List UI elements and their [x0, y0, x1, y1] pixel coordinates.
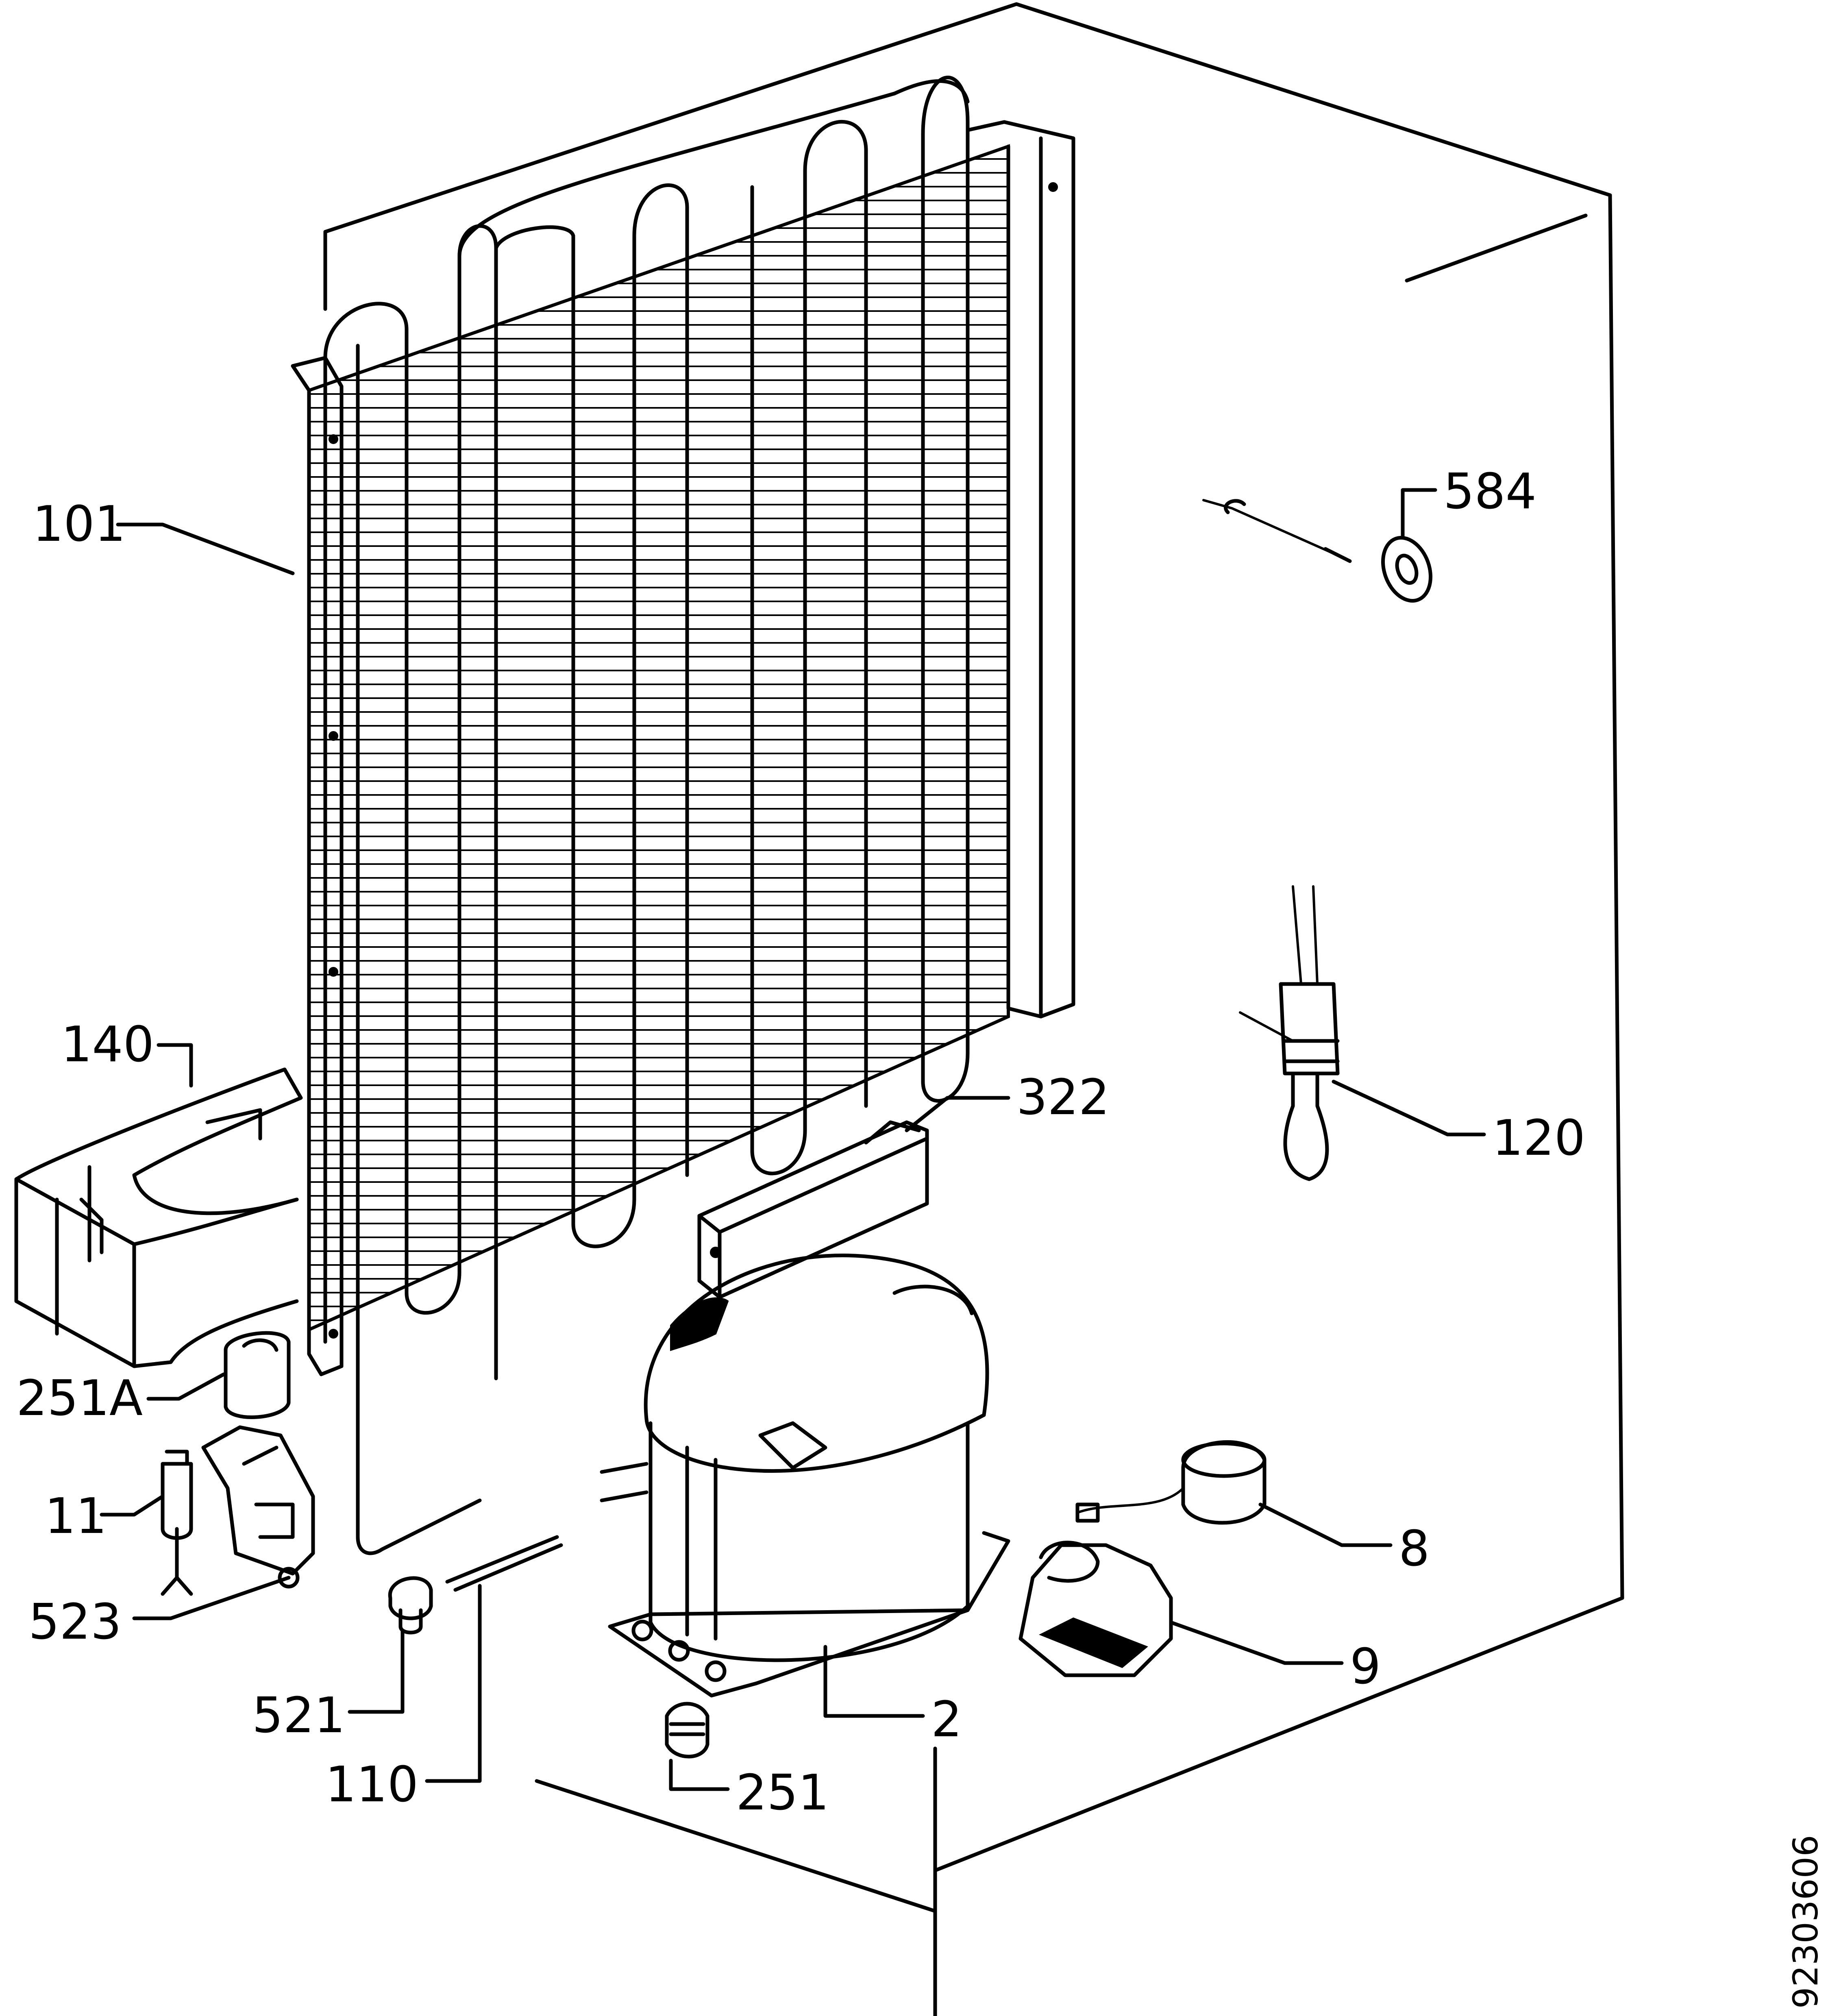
label-11: 11: [45, 1488, 107, 1545]
cabinet-outline: [323, 2, 1624, 2016]
compressor: [600, 1254, 1010, 1698]
label-322: 322: [1016, 1069, 1110, 1126]
label-2: 2: [931, 1692, 962, 1748]
starting-relay: [1018, 1541, 1173, 1677]
label-101: 101: [33, 496, 126, 553]
process-tube-110: [445, 1535, 563, 1592]
overload-protector: [1075, 1440, 1267, 1525]
rubber-grommet-251A: [224, 1331, 291, 1419]
label-110: 110: [325, 1757, 418, 1813]
document-number: 92303606: [1786, 1835, 1826, 2009]
label-521: 521: [252, 1687, 345, 1744]
compressor-bracket: [697, 1120, 929, 1299]
label-523: 523: [28, 1594, 122, 1650]
label-584: 584: [1443, 464, 1536, 520]
condenser-coil: [291, 76, 1075, 1555]
label-140: 140: [61, 1017, 154, 1073]
cap-521: [388, 1576, 433, 1635]
capacitor-11: [161, 1450, 193, 1596]
part-labels: 101 584 140 322 120 251A 11 523 8 9 521 …: [16, 464, 1585, 1821]
leader-lines: [100, 488, 1486, 1791]
label-9: 9: [1350, 1639, 1381, 1695]
label-8: 8: [1399, 1521, 1430, 1577]
thermostat-sensor: [1239, 885, 1340, 1181]
drip-tray: [14, 1067, 303, 1368]
label-251A: 251A: [16, 1370, 143, 1427]
sensor-wire-lead: [1202, 499, 1432, 603]
label-120: 120: [1492, 1110, 1585, 1167]
bracket-523: [201, 1425, 315, 1589]
label-251: 251: [736, 1765, 829, 1821]
rubber-grommet-251: [665, 1702, 709, 1759]
